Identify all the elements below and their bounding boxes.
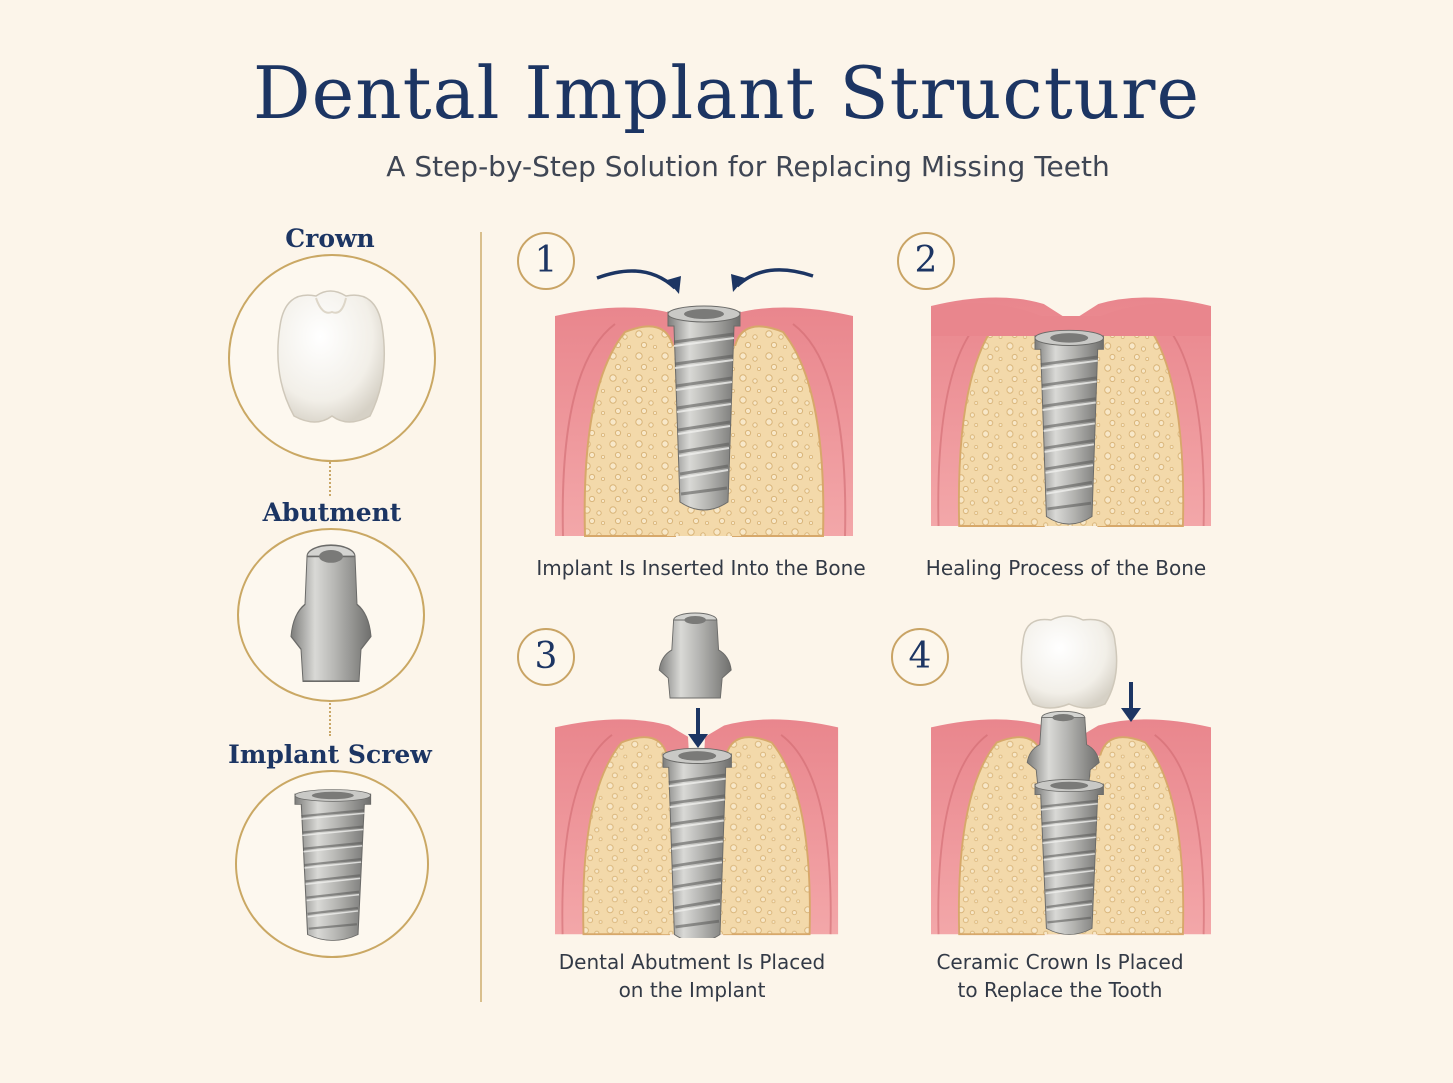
connector-dotted — [329, 462, 331, 496]
crown-label: Crown — [285, 224, 375, 253]
abutment-label: Abutment — [262, 498, 402, 527]
step-3-illustration — [555, 612, 840, 938]
column-divider — [480, 232, 482, 1002]
crown-icon — [277, 290, 386, 423]
crown-icon — [1020, 615, 1118, 709]
crown-circle — [228, 254, 436, 462]
step-4-caption-line1: Ceramic Crown Is Placed — [936, 950, 1184, 974]
step-3-caption: Dental Abutment Is Placed on the Implant — [522, 948, 862, 1004]
implant-screw-circle — [235, 770, 429, 958]
connector-dotted-2 — [329, 700, 331, 736]
implant-screw-icon — [293, 787, 373, 943]
page-subtitle: A Step-by-Step Solution for Replacing Mi… — [386, 150, 1110, 183]
step-1-illustration — [555, 268, 854, 537]
step-2-illustration — [931, 296, 1211, 527]
page-title: Dental Implant Structure — [252, 51, 1201, 135]
implant-screw-label: Implant Screw — [228, 740, 432, 769]
step-3-caption-line2: on the Implant — [618, 978, 766, 1002]
step-4-caption: Ceramic Crown Is Placed to Replace the T… — [890, 948, 1230, 1004]
step-4-caption-line2: to Replace the Tooth — [957, 978, 1163, 1002]
arrow-right-icon — [596, 269, 677, 290]
step-3-caption-line1: Dental Abutment Is Placed — [558, 950, 826, 974]
step-2-number: 2 — [897, 232, 955, 290]
step-2-caption: Healing Process of the Bone — [925, 556, 1207, 580]
step-4-number: 4 — [891, 628, 949, 686]
abutment-icon — [290, 544, 372, 683]
step-4-illustration — [931, 615, 1211, 936]
step-3-number: 3 — [517, 628, 575, 686]
step-1-number: 1 — [517, 232, 575, 290]
arrow-left-icon — [735, 268, 814, 288]
step-1-caption: Implant Is Inserted Into the Bone — [536, 556, 866, 580]
abutment-circle — [237, 528, 425, 702]
